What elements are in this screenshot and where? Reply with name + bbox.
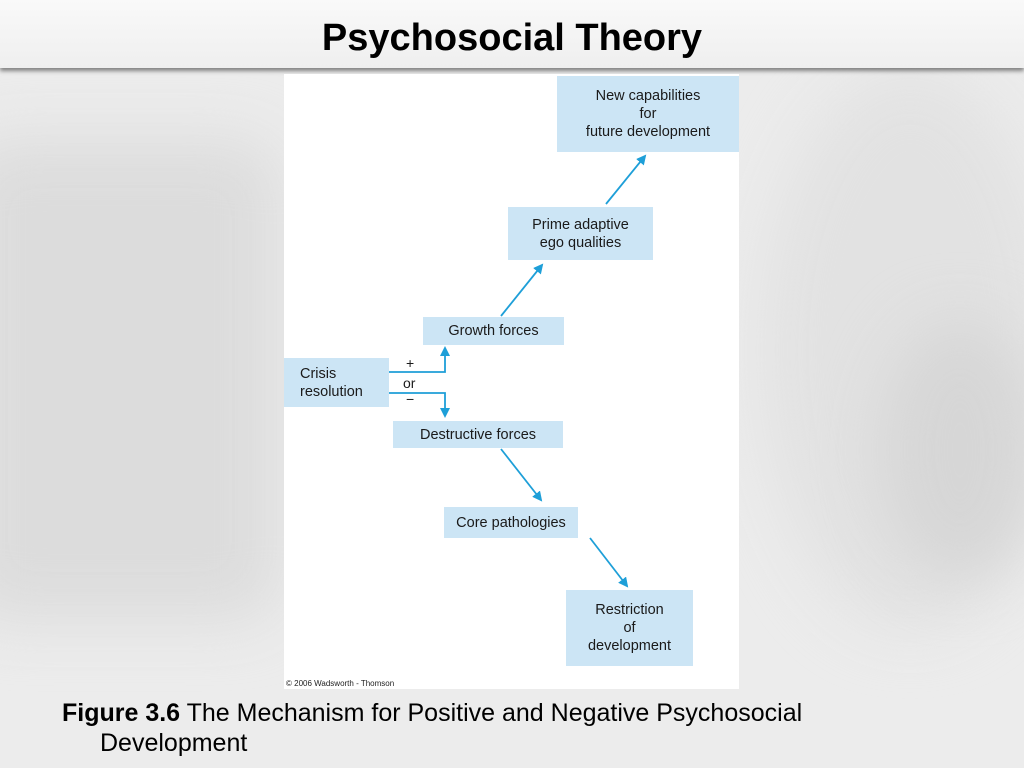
figure-panel: New capabilities for future development … (284, 74, 739, 689)
caption-text-line2: Development (100, 729, 248, 757)
box-destructive-forces: Destructive forces (393, 421, 563, 448)
caption-text-line1: The Mechanism for Positive and Negative … (186, 699, 803, 727)
figure-label: Figure 3.6 (62, 699, 181, 727)
arrow-crisis-to-destructive (389, 392, 450, 418)
arrow-destructive-to-core (500, 448, 543, 502)
minus-label: − (406, 391, 415, 407)
arrow-crisis-to-growth (389, 346, 450, 373)
or-label: or (403, 375, 416, 391)
arrow-core-to-restriction (589, 537, 629, 588)
copyright-text: © 2006 Wadsworth - Thomson (286, 679, 395, 688)
title-bar: Psychosocial Theory (0, 0, 1024, 68)
diagram-arrows (389, 154, 647, 588)
box-core-pathologies: Core pathologies (444, 507, 578, 538)
arrow-prime-to-capabilities (605, 154, 647, 205)
background-shape (0, 140, 280, 620)
figure-caption: Figure 3.6 The Mechanism for Positive an… (62, 698, 962, 758)
arrow-growth-to-prime (500, 263, 544, 317)
box-prime-adaptive: Prime adaptive ego qualities (508, 207, 653, 260)
box-restriction: Restriction of development (566, 590, 693, 666)
plus-label: + (406, 355, 415, 371)
box-crisis-resolution: Crisis resolution (284, 358, 389, 407)
box-new-capabilities: New capabilities for future development (557, 76, 739, 152)
box-growth-forces: Growth forces (423, 317, 564, 345)
background-shape (880, 320, 1024, 580)
slide-title: Psychosocial Theory (321, 17, 703, 59)
